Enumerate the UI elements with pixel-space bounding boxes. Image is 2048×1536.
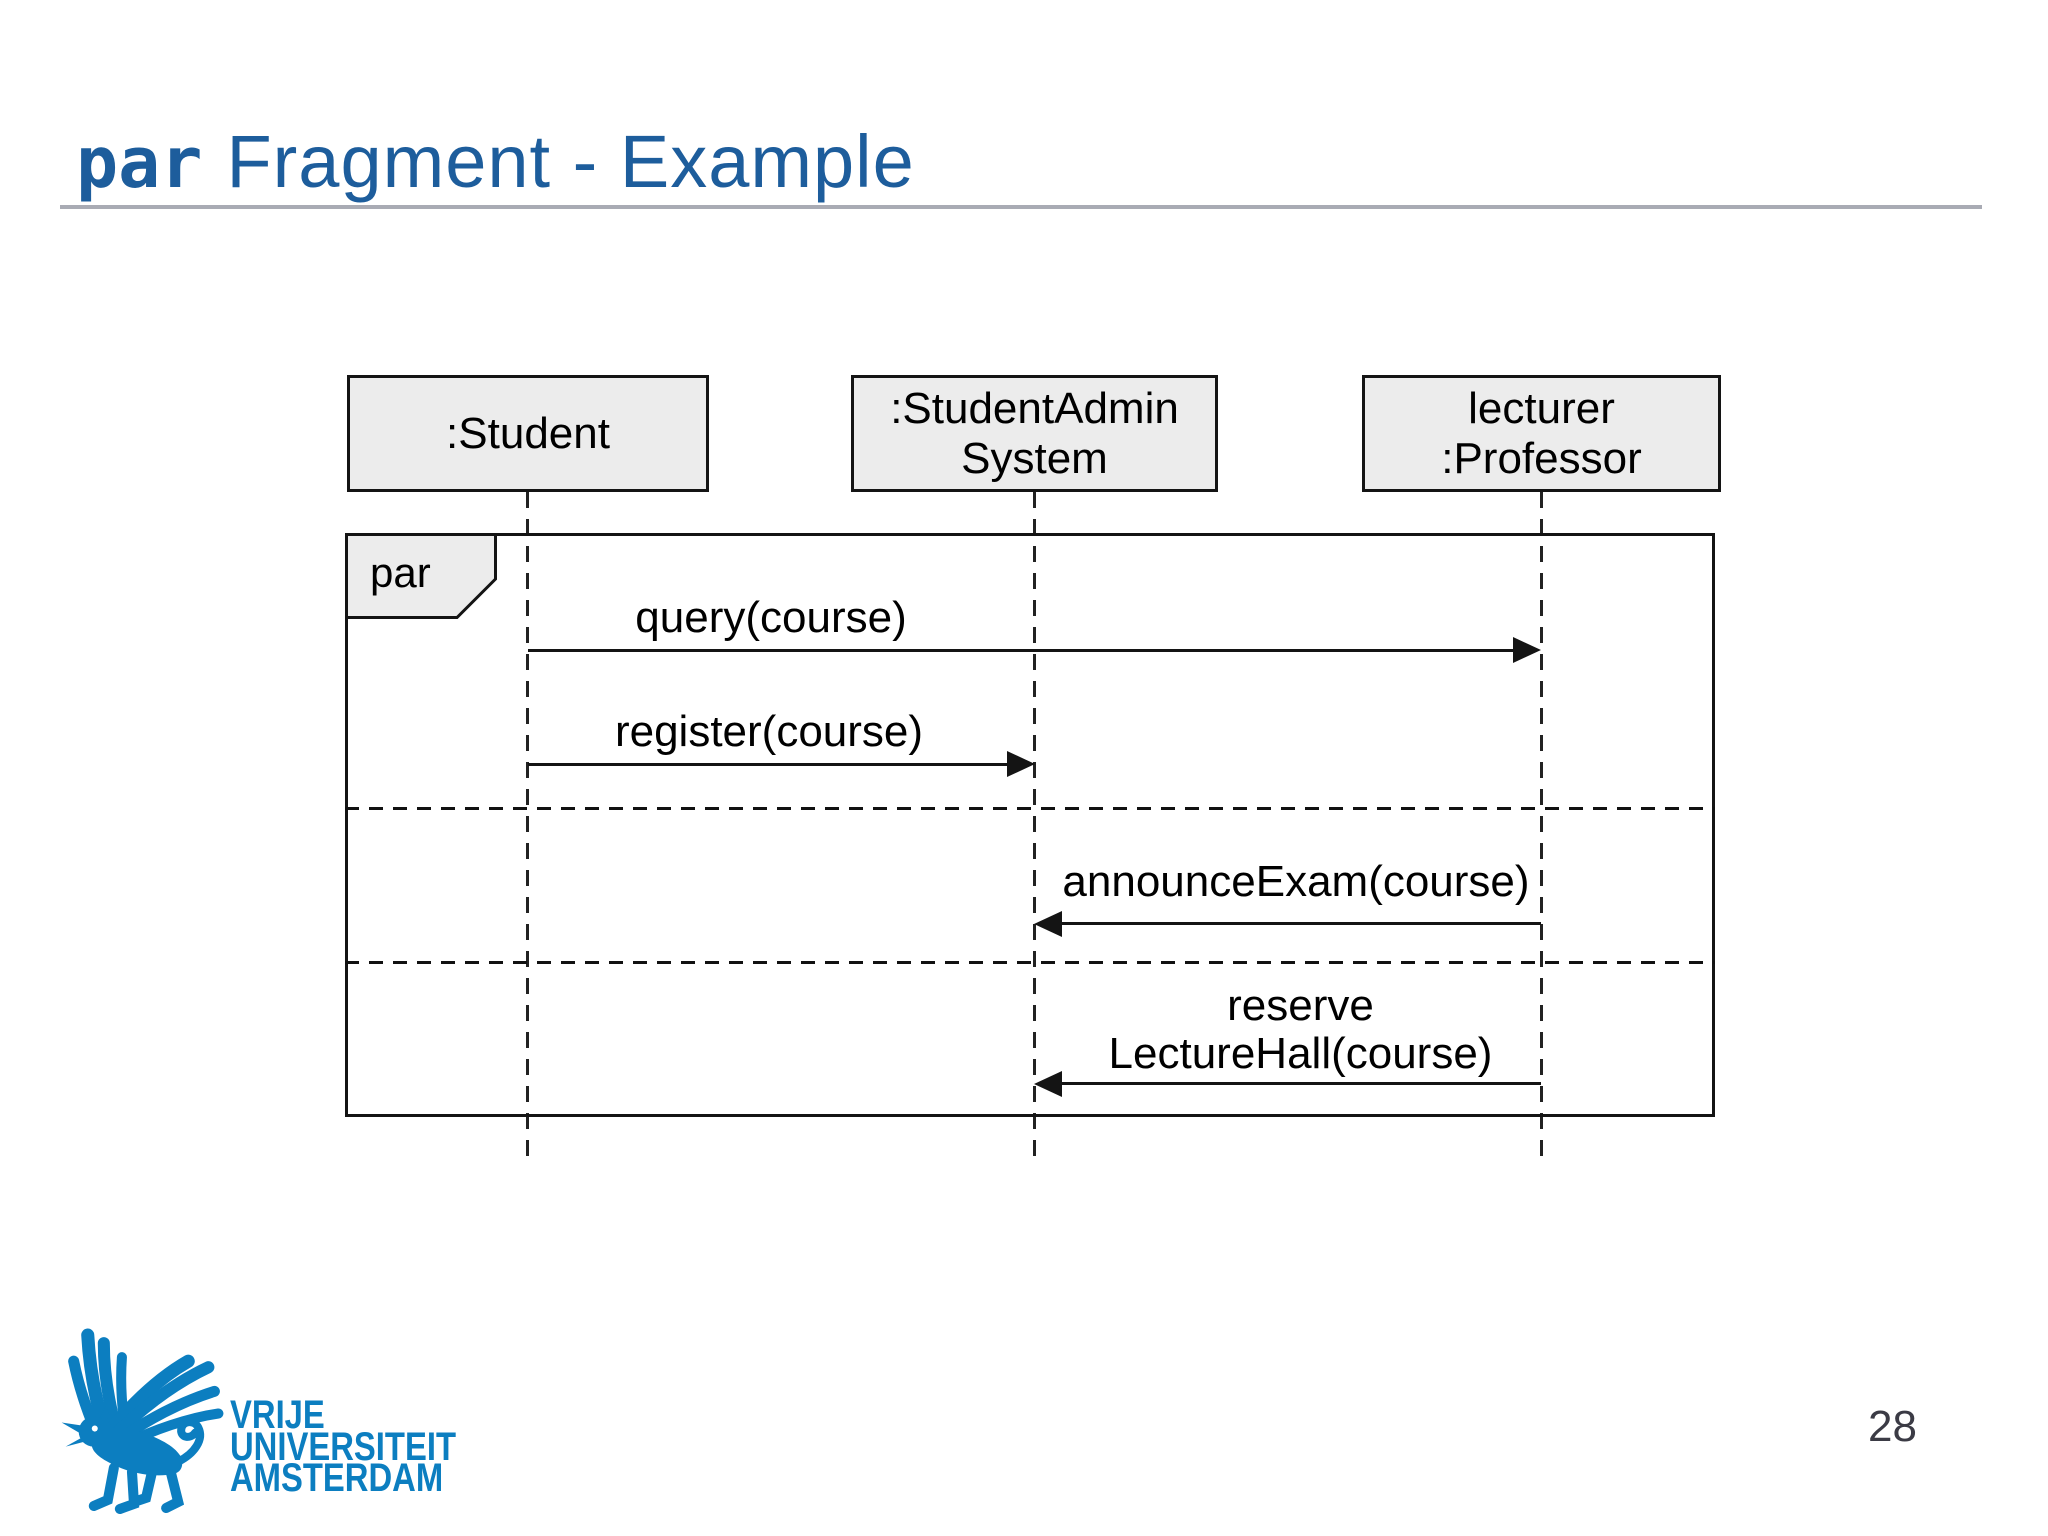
- page-title: par Fragment - Example: [76, 119, 915, 219]
- message-label-announce-exam: announceExam(course): [1062, 857, 1530, 906]
- lifeline-professor: [1540, 492, 1543, 1158]
- lifeline-head-student: :Student: [347, 375, 709, 492]
- logo-line: VRIJE: [230, 1393, 325, 1437]
- message-label-query: query(course): [635, 593, 907, 642]
- message-label-register: register(course): [614, 707, 924, 756]
- par-region-divider: [345, 961, 1715, 964]
- fragment-operator-pentagon: [345, 533, 497, 619]
- par-fragment-frame: [345, 533, 1715, 1117]
- title-text: Fragment - Example: [226, 120, 915, 204]
- message-arrow-query: [528, 649, 1515, 652]
- message-arrow-reserve-lecture-hall: [1062, 1082, 1541, 1085]
- lifeline-label: lecturer: [1468, 383, 1615, 433]
- lifeline-label: System: [961, 433, 1108, 483]
- lifeline-head-professor: lecturer :Professor: [1362, 375, 1721, 492]
- par-region-divider: [345, 807, 1715, 810]
- logo-line: AMSTERDAM: [230, 1456, 444, 1500]
- lifeline-student-admin-system: [1033, 492, 1036, 1158]
- message-label-line: LectureHall(course): [1108, 1029, 1493, 1078]
- vu-griffin-logo-icon: [61, 1328, 224, 1514]
- title-underline-rule: [60, 205, 1982, 209]
- fragment-operator-label: par: [370, 549, 431, 596]
- message-label-reserve-lecture-hall: reserve LectureHall(course): [1059, 982, 1542, 1078]
- message-arrow-announce-exam: [1062, 922, 1541, 925]
- vu-logo-wordmark: VRIJE UNIVERSITEIT AMSTERDAM: [230, 1393, 456, 1500]
- lifeline-head-student-admin-system: :StudentAdmin System: [851, 375, 1218, 492]
- lifeline-label: :StudentAdmin: [890, 383, 1179, 433]
- lifeline-student: [526, 492, 529, 1158]
- title-keyword: par: [76, 122, 203, 205]
- lifeline-label: :Student: [446, 408, 610, 458]
- page-number: 28: [1868, 1402, 1917, 1451]
- arrowhead-right-icon: [1513, 637, 1541, 663]
- arrowhead-left-icon: [1034, 911, 1062, 937]
- lifeline-label: :Professor: [1441, 433, 1642, 483]
- message-label-line: reserve: [1227, 981, 1374, 1030]
- logo-line: UNIVERSITEIT: [230, 1424, 456, 1469]
- arrowhead-left-icon: [1034, 1071, 1062, 1097]
- arrowhead-right-icon: [1007, 751, 1035, 777]
- message-arrow-register: [528, 763, 1009, 766]
